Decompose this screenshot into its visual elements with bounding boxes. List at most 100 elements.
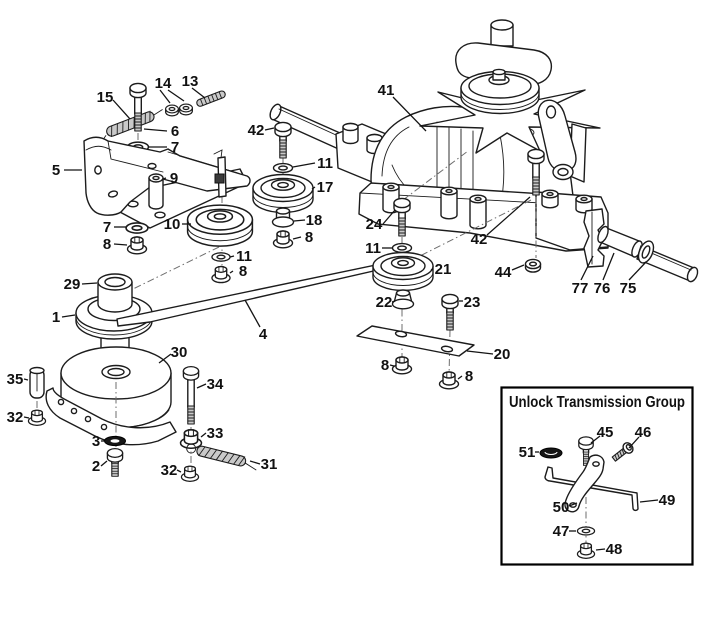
callout-50: 50 (553, 499, 570, 516)
callout-45: 45 (597, 424, 614, 441)
part-32-nut (27, 409, 47, 426)
callout-15: 15 (97, 89, 114, 106)
part-41-transmission (269, 19, 699, 283)
callout-21: 21 (435, 261, 452, 278)
callout-32: 32 (161, 462, 178, 479)
part-18-bushing (271, 207, 295, 228)
part-6-bolt (129, 82, 147, 132)
callout-41: 41 (378, 82, 395, 99)
callout-22: 22 (376, 294, 393, 311)
callout-2: 2 (92, 458, 100, 475)
part-11-washer (211, 252, 231, 262)
part-3-washer (104, 435, 126, 447)
callout-8: 8 (381, 357, 389, 374)
callout-11: 11 (365, 240, 381, 257)
callout-8: 8 (305, 229, 313, 246)
callout-10: 10 (164, 216, 181, 233)
callout-35: 35 (7, 371, 24, 388)
part-75-ring (637, 240, 655, 264)
callout-33: 33 (207, 425, 224, 442)
part-8-nut (438, 371, 460, 390)
callout-76: 76 (594, 280, 611, 297)
callout-51: 51 (519, 444, 536, 461)
part-48-nut (576, 542, 596, 559)
part-32-nut (180, 465, 200, 482)
part-47-washer (576, 526, 596, 536)
transmission-brake-lever (537, 99, 587, 183)
part-29-hub (97, 273, 133, 313)
transmission-left-axle (269, 103, 401, 183)
part-4-belt-guide-rod (116, 261, 392, 327)
transmission-fan (419, 79, 601, 154)
part-17-pulley (252, 173, 314, 214)
part-10-pulley (186, 204, 254, 247)
callout-44: 44 (495, 264, 512, 281)
callout-47: 47 (553, 523, 570, 540)
callout-49: 49 (659, 492, 676, 509)
callout-32: 32 (7, 409, 24, 426)
part-7-washer (125, 222, 149, 234)
part-9-spacer (148, 173, 164, 210)
callout-11: 11 (317, 155, 333, 172)
unlock-transmission-inset: Unlock Transmission Group (500, 386, 694, 566)
part-8-nut (211, 265, 231, 284)
part-14-nut (179, 103, 193, 116)
part-8-nut (126, 236, 148, 255)
part-1-clutch-pulley (75, 294, 153, 340)
callout-23: 23 (464, 294, 481, 311)
callout-24: 24 (366, 216, 383, 233)
callout-48: 48 (606, 541, 623, 558)
part-44-nut (524, 258, 542, 273)
callout-5: 5 (52, 162, 60, 179)
callout-17: 17 (317, 179, 334, 196)
callout-14: 14 (155, 75, 172, 92)
callout-6: 6 (171, 123, 179, 140)
part-2-bolt (106, 447, 124, 477)
part-45-bolt (578, 436, 594, 466)
part-35-spacer (29, 366, 45, 399)
part-42-bolt (274, 121, 292, 159)
callout-13: 13 (182, 73, 199, 90)
part-13-stud (196, 90, 226, 107)
callout-labels: 15 14 13 6 7 5 9 7 8 10 11 8 29 1 30 35 … (7, 73, 637, 479)
pulley-pin (213, 149, 227, 198)
part-34-bolt (182, 365, 200, 425)
part-22-bushing (391, 289, 415, 310)
callout-31: 31 (261, 456, 278, 473)
callout-4: 4 (259, 326, 268, 343)
part-21-pulley (372, 251, 434, 292)
callout-7: 7 (103, 219, 111, 236)
callout-8: 8 (465, 368, 473, 385)
callout-7: 7 (171, 139, 179, 156)
callout-77: 77 (572, 280, 589, 297)
part-23-bolt (441, 293, 459, 331)
part-49-rod (544, 466, 639, 512)
callout-30: 30 (171, 344, 188, 361)
callout-3: 3 (92, 433, 100, 450)
part-8-nut (391, 356, 413, 375)
inset-callout-labels: 45 46 51 49 50 47 48 (519, 424, 676, 558)
inset-title: Unlock Transmission Group (509, 394, 685, 411)
part-77-bearing-bracket (583, 208, 605, 268)
part-31-spring (186, 443, 257, 471)
part-42-bolt (527, 148, 545, 196)
part-11-washer (391, 242, 413, 254)
transmission-input-pulley (460, 68, 540, 115)
part-15-spring (101, 109, 163, 142)
callout-75: 75 (620, 280, 637, 297)
callout-29: 29 (64, 276, 81, 293)
part-5-bracket (83, 136, 251, 216)
part-14-nut (165, 104, 179, 117)
callout-9: 9 (170, 170, 178, 187)
part-11-washer (272, 162, 294, 174)
callout-8: 8 (103, 236, 111, 253)
part-51-cap (539, 447, 563, 459)
part-24-bolt (393, 197, 411, 237)
callout-42: 42 (471, 231, 488, 248)
callout-18: 18 (306, 212, 323, 229)
part-33-flange-nut (179, 429, 203, 450)
callout-34: 34 (207, 376, 224, 393)
part-8-nut (272, 230, 294, 249)
